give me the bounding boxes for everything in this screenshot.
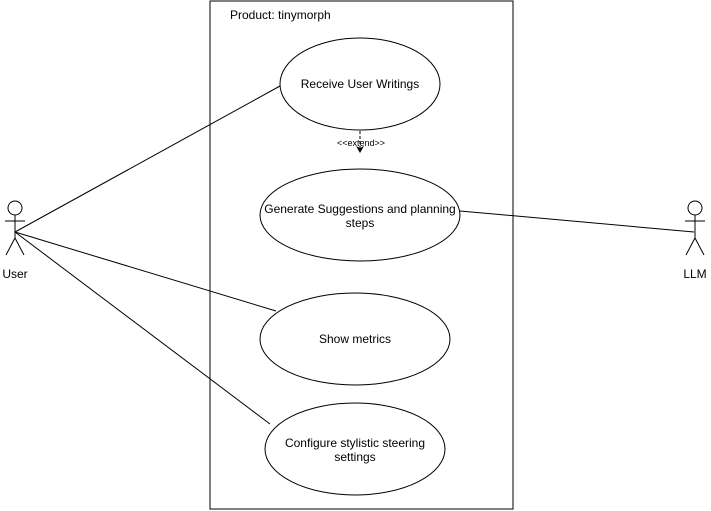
use-case-generate-suggestions[interactable]: Generate Suggestions and planning steps [259, 168, 461, 262]
actor-head-icon [7, 200, 23, 216]
actor-head-icon [687, 200, 703, 216]
actor-llm[interactable] [685, 200, 705, 256]
extend-label: <<extend>> [337, 138, 385, 148]
use-case-receive-user-writings[interactable]: Receive User Writings [279, 37, 441, 131]
use-case-label-line-2: steps [346, 216, 375, 230]
association-user-receive [14, 85, 281, 233]
use-case-configure-stylistic-steering[interactable]: Configure stylistic steering settings [264, 402, 446, 496]
use-case-label: Show metrics [319, 332, 391, 346]
association-llm-generate [459, 210, 695, 233]
use-case-show-metrics[interactable]: Show metrics [259, 292, 451, 386]
use-case-label-line-1: Generate Suggestions and planning [264, 202, 455, 216]
use-case-label-line-1: Configure stylistic steering [285, 436, 425, 450]
use-case-label-line-2: settings [334, 450, 375, 464]
association-user-configure [14, 231, 271, 425]
system-title: Product: tinymorph [230, 8, 331, 22]
use-case-label: Receive User Writings [301, 77, 419, 91]
actor-user-label: User [2, 267, 27, 281]
actor-user[interactable] [5, 200, 25, 256]
actor-llm-label: LLM [683, 267, 706, 281]
association-user-metrics [14, 231, 277, 312]
